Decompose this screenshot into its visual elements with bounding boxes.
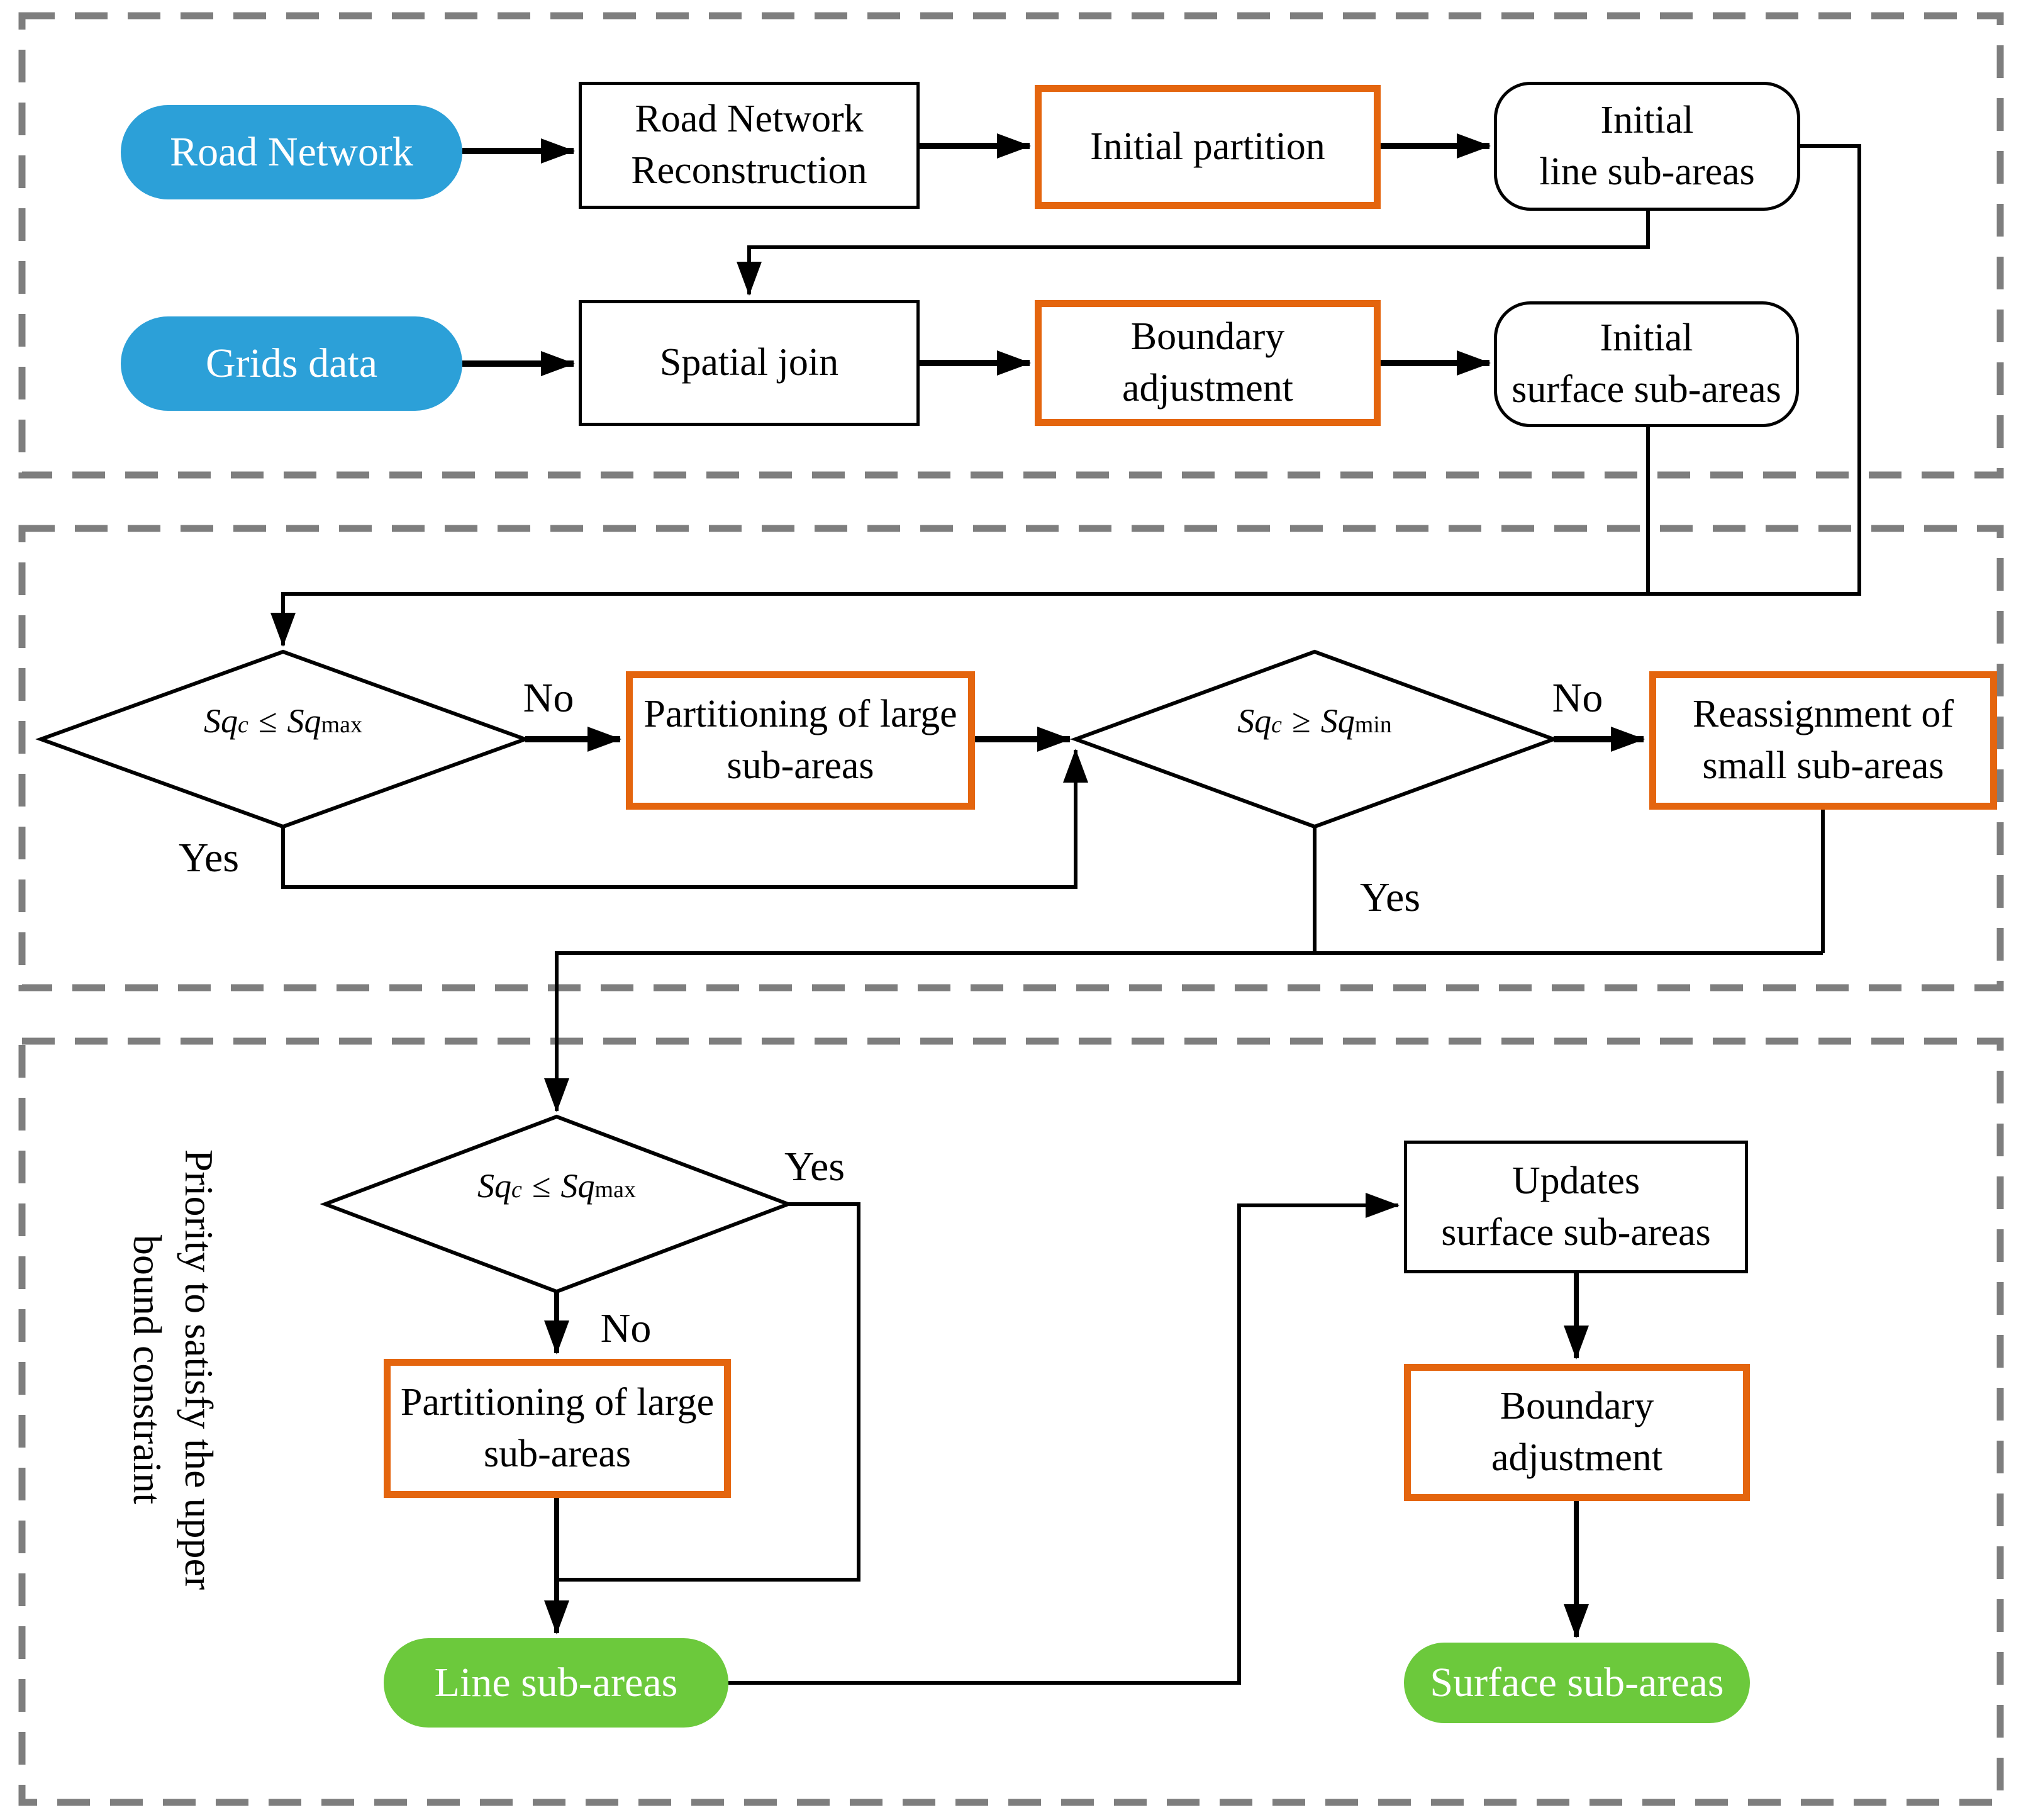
ba2-line1: Boundary: [1500, 1385, 1654, 1428]
partitioning-large-mid-box: Partitioning of large sub-areas: [626, 671, 975, 810]
partitioning-large-bottom-box: Partitioning of large sub-areas: [384, 1359, 731, 1498]
grids-data-label: Grids data: [205, 340, 378, 387]
d1-var1: Sq: [204, 702, 238, 740]
road-network-label: Road Network: [170, 129, 413, 176]
line-subareas-label: Line sub-areas: [434, 1660, 678, 1706]
plb-line2: sub-areas: [483, 1432, 632, 1475]
edge-to-decision3: [544, 951, 1823, 1112]
d3-var2: Sq: [560, 1167, 595, 1205]
iss-line1: Initial: [1600, 316, 1693, 360]
decision2-yes-label: Yes: [1359, 874, 1421, 920]
grids-data-pill: Grids data: [121, 316, 462, 411]
boundary-adjustment-bottom-box: Boundary adjustment: [1404, 1364, 1750, 1501]
rnr-line2: Reconstruction: [631, 149, 867, 192]
iss-line2: surface sub-areas: [1512, 368, 1781, 411]
rnr-line1: Road Network: [635, 98, 864, 141]
ba1-line1: Boundary: [1130, 315, 1285, 359]
decision1-no-label: No: [523, 675, 574, 721]
edge-linesubareas-to-spatialjoin: [737, 211, 1650, 296]
edge-linesubareas-to-updates: [728, 1193, 1400, 1685]
d2-var2: Sq: [1320, 702, 1355, 740]
edge-linesubareas-to-decision1: [270, 144, 1861, 647]
line-subareas-pill: Line sub-areas: [384, 1638, 728, 1728]
boundary-adjustment-top-box: Boundary adjustment: [1035, 300, 1381, 426]
decision3-no-label: No: [600, 1305, 652, 1351]
section-upper-bound-border: [18, 1037, 2004, 1806]
surface-subareas-pill: Surface sub-areas: [1404, 1643, 1750, 1723]
initial-surface-subareas-box: Initial surface sub-areas: [1494, 301, 1799, 427]
d1-var2: Sq: [287, 702, 321, 740]
ils-line1: Initial: [1600, 98, 1694, 142]
usa-line2: surface sub-areas: [1441, 1210, 1711, 1254]
reassignment-small-box: Reassignment of small sub-areas: [1649, 671, 1997, 810]
d2-op: ≥: [1292, 702, 1311, 740]
rs-line2: small sub-areas: [1702, 744, 1944, 787]
d2-var1: Sq: [1237, 702, 1272, 740]
edge-decision3-yes-bypass: [559, 1202, 860, 1582]
d3-op: ≤: [532, 1167, 551, 1205]
ils-line2: line sub-areas: [1539, 150, 1755, 193]
decision1-shape: [35, 649, 531, 829]
upper-bound-priority-note: Priority to satisfy the upper bound cons…: [118, 1086, 225, 1653]
initial-line-subareas-box: Initial line sub-areas: [1494, 82, 1800, 211]
plm-line1: Partitioning of large: [643, 693, 957, 736]
d1-op: ≤: [258, 702, 277, 740]
decision1-yes-label: Yes: [178, 835, 240, 881]
updates-surface-subareas-box: Updates surface sub-areas: [1404, 1141, 1748, 1273]
road-network-reconstruction-box: Road Network Reconstruction: [579, 82, 920, 209]
d3-var1: Sq: [477, 1167, 512, 1205]
decision2-shape: [1070, 649, 1559, 829]
plm-line2: sub-areas: [727, 744, 874, 787]
initial-partition-label: Initial partition: [1090, 125, 1325, 168]
ba1-line2: adjustment: [1122, 367, 1294, 410]
ba2-line2: adjustment: [1491, 1436, 1663, 1479]
spatial-join-label: Spatial join: [659, 341, 839, 384]
spatial-join-box: Spatial join: [579, 300, 920, 426]
decision3-yes-label: Yes: [784, 1144, 845, 1190]
initial-partition-box: Initial partition: [1035, 85, 1381, 209]
rs-line1: Reassignment of: [1693, 693, 1954, 736]
sidenote-line1: Priority to satisfy the upper: [177, 1149, 221, 1590]
sidenote-line2: bound constraint: [125, 1234, 170, 1505]
plb-line1: Partitioning of large: [400, 1380, 715, 1424]
edge-decision1-yes-feedback: [281, 749, 1088, 889]
surface-subareas-label: Surface sub-areas: [1430, 1660, 1724, 1706]
road-network-pill: Road Network: [121, 105, 462, 199]
decision2-no-label: No: [1552, 675, 1603, 721]
usa-line1: Updates: [1512, 1159, 1640, 1202]
decision3-shape: [320, 1114, 794, 1294]
